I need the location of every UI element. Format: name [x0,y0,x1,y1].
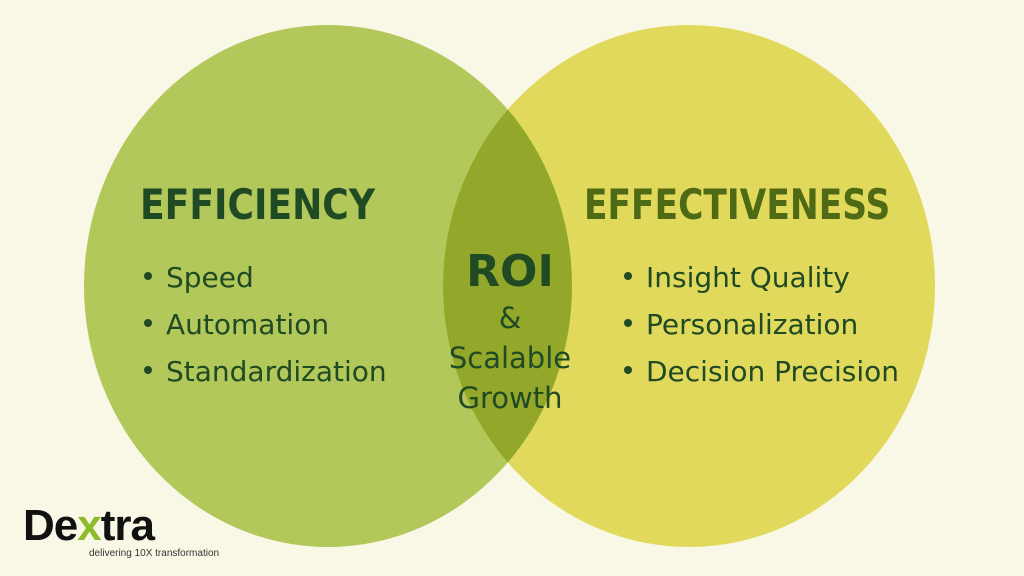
ampersand: & [498,301,522,335]
bullet-icon [144,366,152,374]
efficiency-title: EFFICIENCY [140,180,375,229]
bullet-icon [624,366,632,374]
list-item: Standardization [144,348,387,395]
list-item: Insight Quality [624,254,899,301]
effectiveness-title: EFFECTIVENESS [584,180,891,229]
overlap-label: ROI & Scalable Growth [430,246,590,418]
bullet-icon [144,319,152,327]
bullet-icon [144,272,152,280]
effectiveness-list: Insight Quality Personalization Decision… [624,254,899,395]
growth-label: Growth [457,381,563,415]
logo-x-accent: x [77,501,102,550]
list-item: Speed [144,254,387,301]
bullet-icon [624,272,632,280]
list-item: Decision Precision [624,348,899,395]
roi-title: ROI [466,246,554,297]
scalable-label: Scalable [448,341,572,375]
list-item: Automation [144,301,387,348]
bullet-icon [624,319,632,327]
efficiency-list: Speed Automation Standardization [144,254,387,395]
dextra-logo: Dextra delivering 10X transformation [23,501,220,560]
logo-tagline: delivering 10X transformation [89,548,220,559]
list-item: Personalization [624,301,899,348]
logo-wordmark: Dextra [23,501,155,550]
